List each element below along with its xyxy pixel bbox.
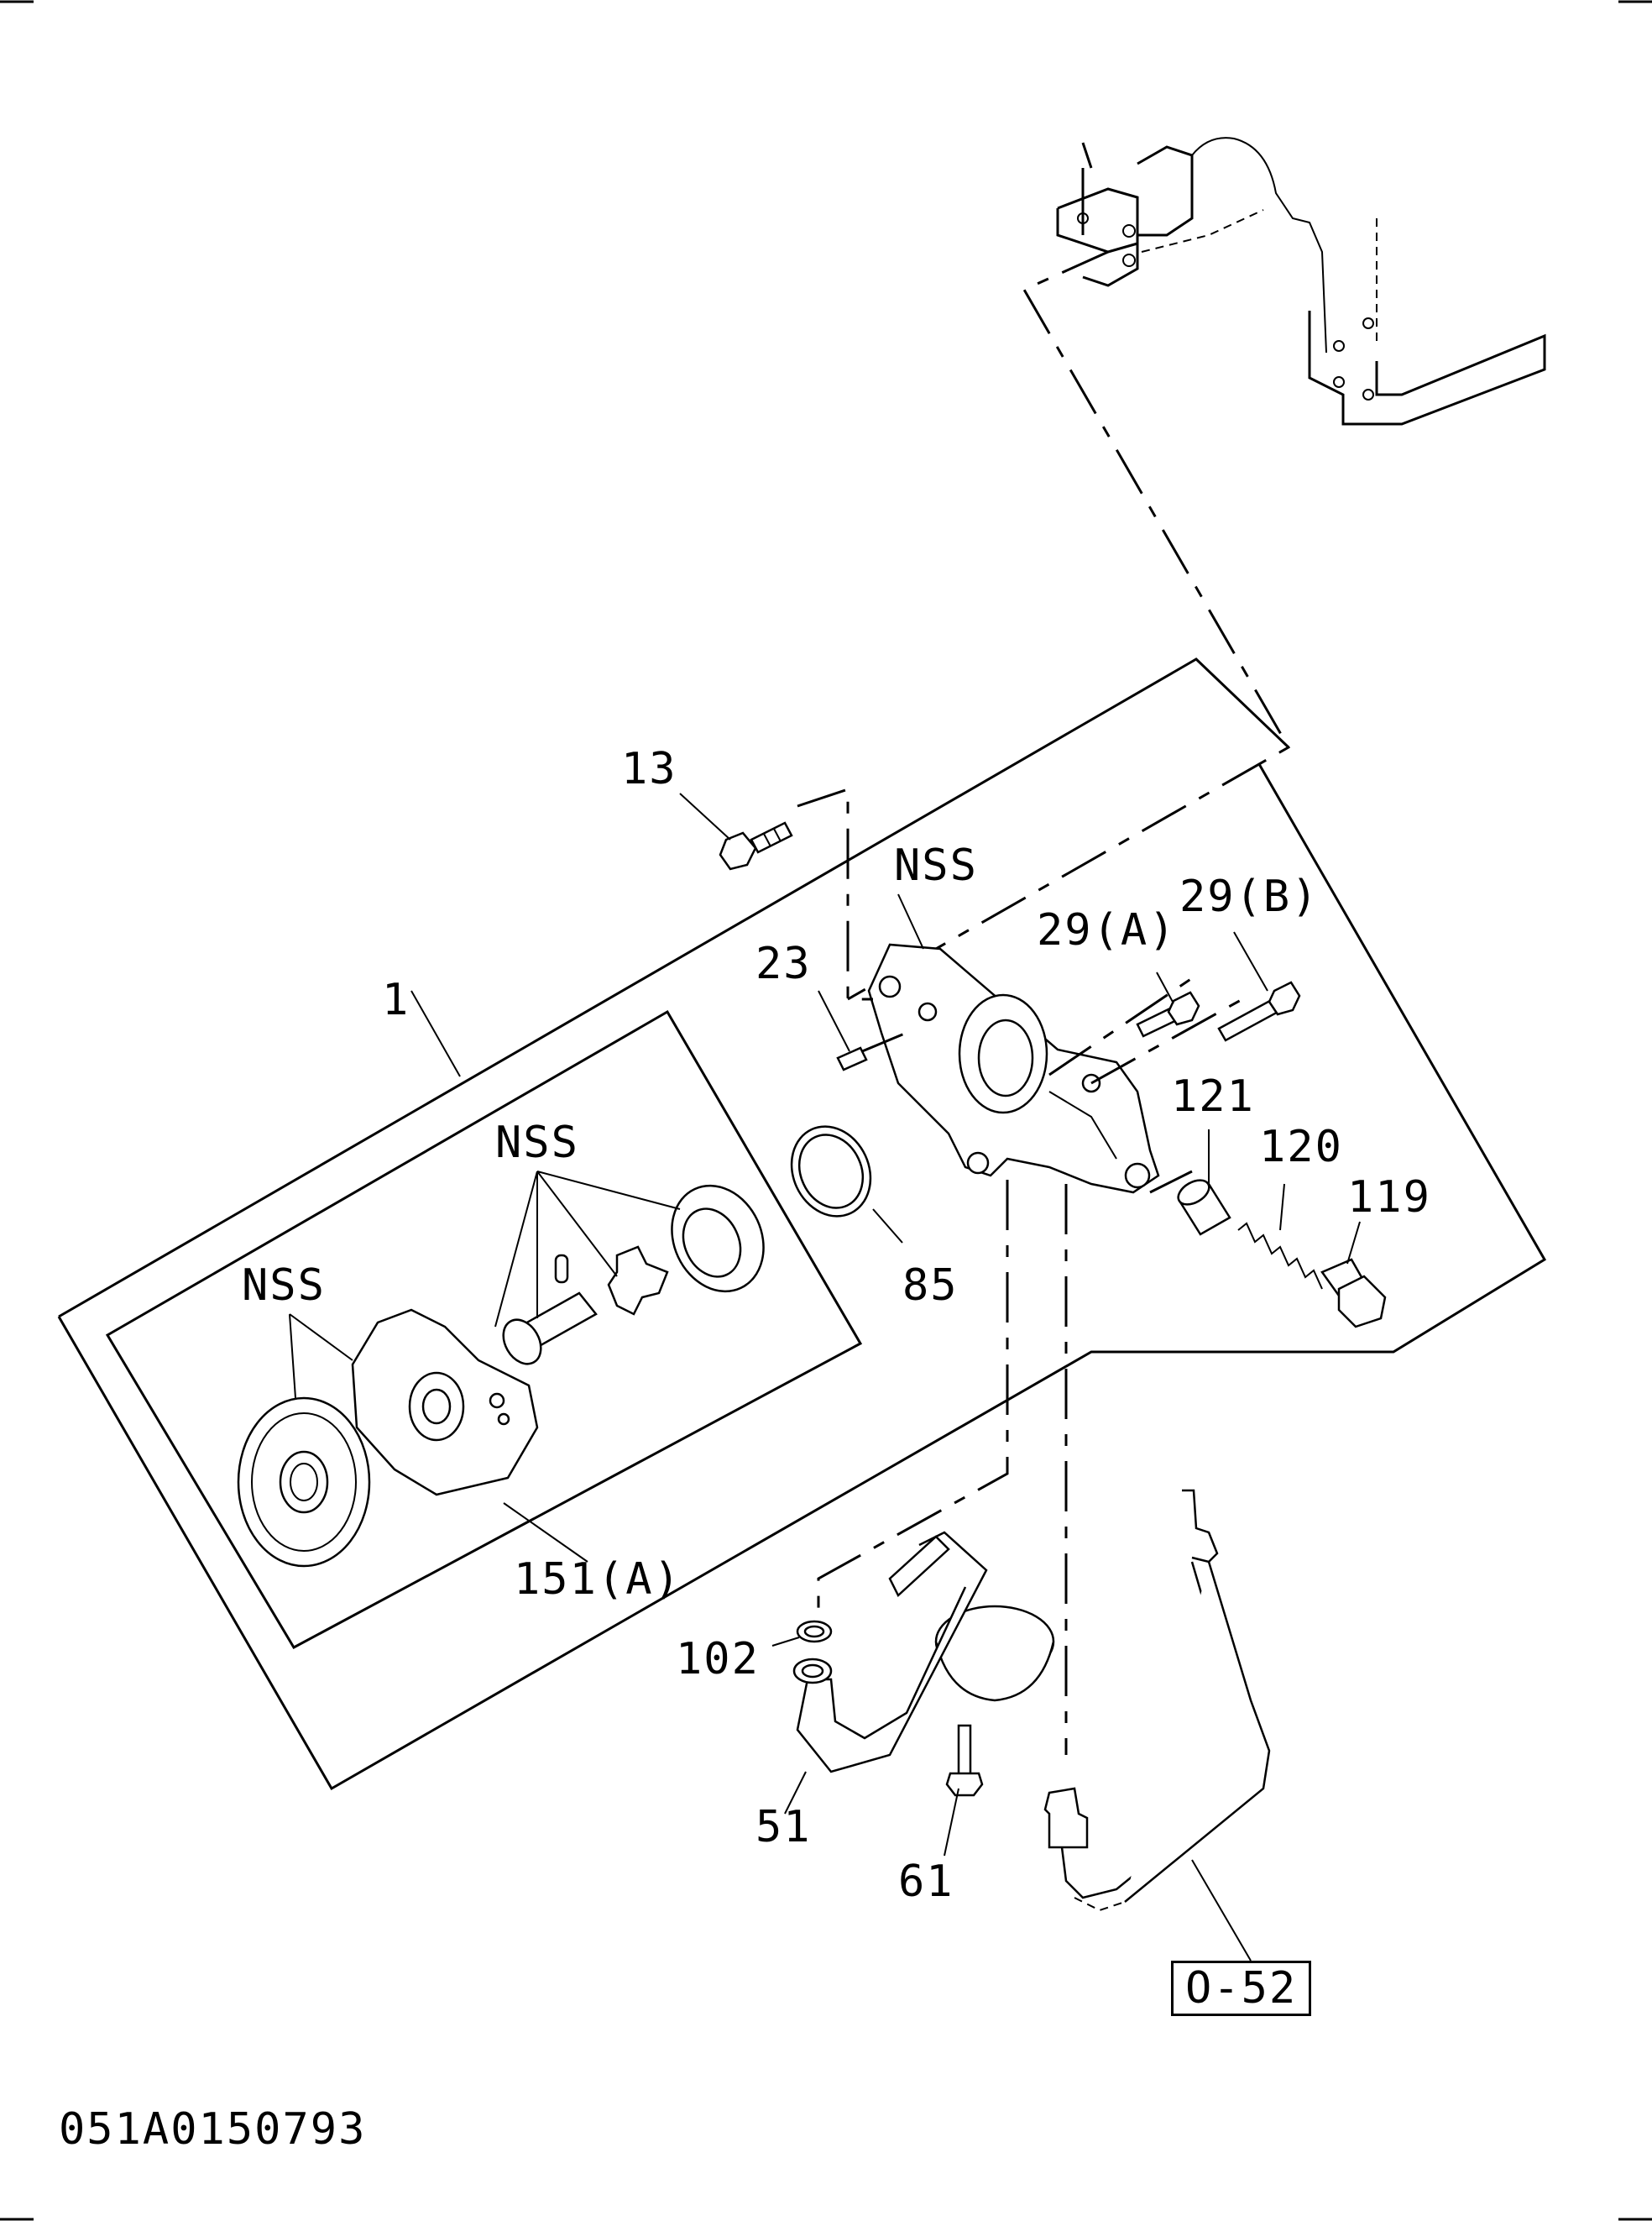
callout-102: 102 — [676, 1634, 760, 1684]
callout-85: 85 — [902, 1260, 959, 1311]
oring-102 — [796, 1620, 833, 1643]
oring-85 — [790, 1125, 872, 1218]
callout-13: 13 — [621, 744, 677, 794]
callout-nss-cover: NSS — [242, 1260, 326, 1311]
callout-leaders — [289, 793, 1361, 1961]
reference-box-o52[interactable]: O-52 — [1171, 1961, 1312, 2016]
inner-frame-151a — [105, 1009, 863, 1649]
bolt-61 — [945, 1724, 984, 1797]
callout-121: 121 — [1171, 1071, 1255, 1122]
bolt-29b — [1217, 981, 1301, 1042]
callout-23: 23 — [755, 939, 812, 989]
callout-nss-housing: NSS — [894, 841, 978, 891]
callout-61: 61 — [898, 1857, 954, 1907]
spring-120 — [1237, 1222, 1323, 1290]
block-leader-line — [847, 250, 1291, 1001]
bolt-29a — [1136, 991, 1200, 1038]
plug-119 — [1320, 1258, 1387, 1328]
drawing-number: 051A0150793 — [59, 2104, 367, 2155]
callout-nss-rotor: NSS — [495, 1118, 579, 1168]
pin-23 — [836, 1046, 868, 1071]
pump-housing — [867, 943, 1160, 1194]
oil-pipe-o52 — [1043, 1489, 1271, 1912]
callout-51: 51 — [755, 1802, 812, 1852]
drive-gear — [237, 1396, 371, 1568]
assembly-frame — [57, 657, 1547, 1791]
callout-119: 119 — [1347, 1172, 1431, 1223]
callout-120: 120 — [1259, 1122, 1343, 1172]
pump-cover — [351, 1308, 539, 1496]
oil-pipe-51 — [792, 1531, 1055, 1773]
engine-block-fragment — [1056, 137, 1546, 426]
callout-29b: 29(B) — [1179, 872, 1320, 922]
callout-1: 1 — [382, 975, 410, 1025]
rotor-set — [502, 1184, 765, 1365]
bolt-13 — [719, 821, 793, 871]
callout-29a: 29(A) — [1037, 905, 1177, 956]
plunger-121 — [1177, 1179, 1231, 1236]
callout-151a: 151(A) — [514, 1554, 682, 1605]
